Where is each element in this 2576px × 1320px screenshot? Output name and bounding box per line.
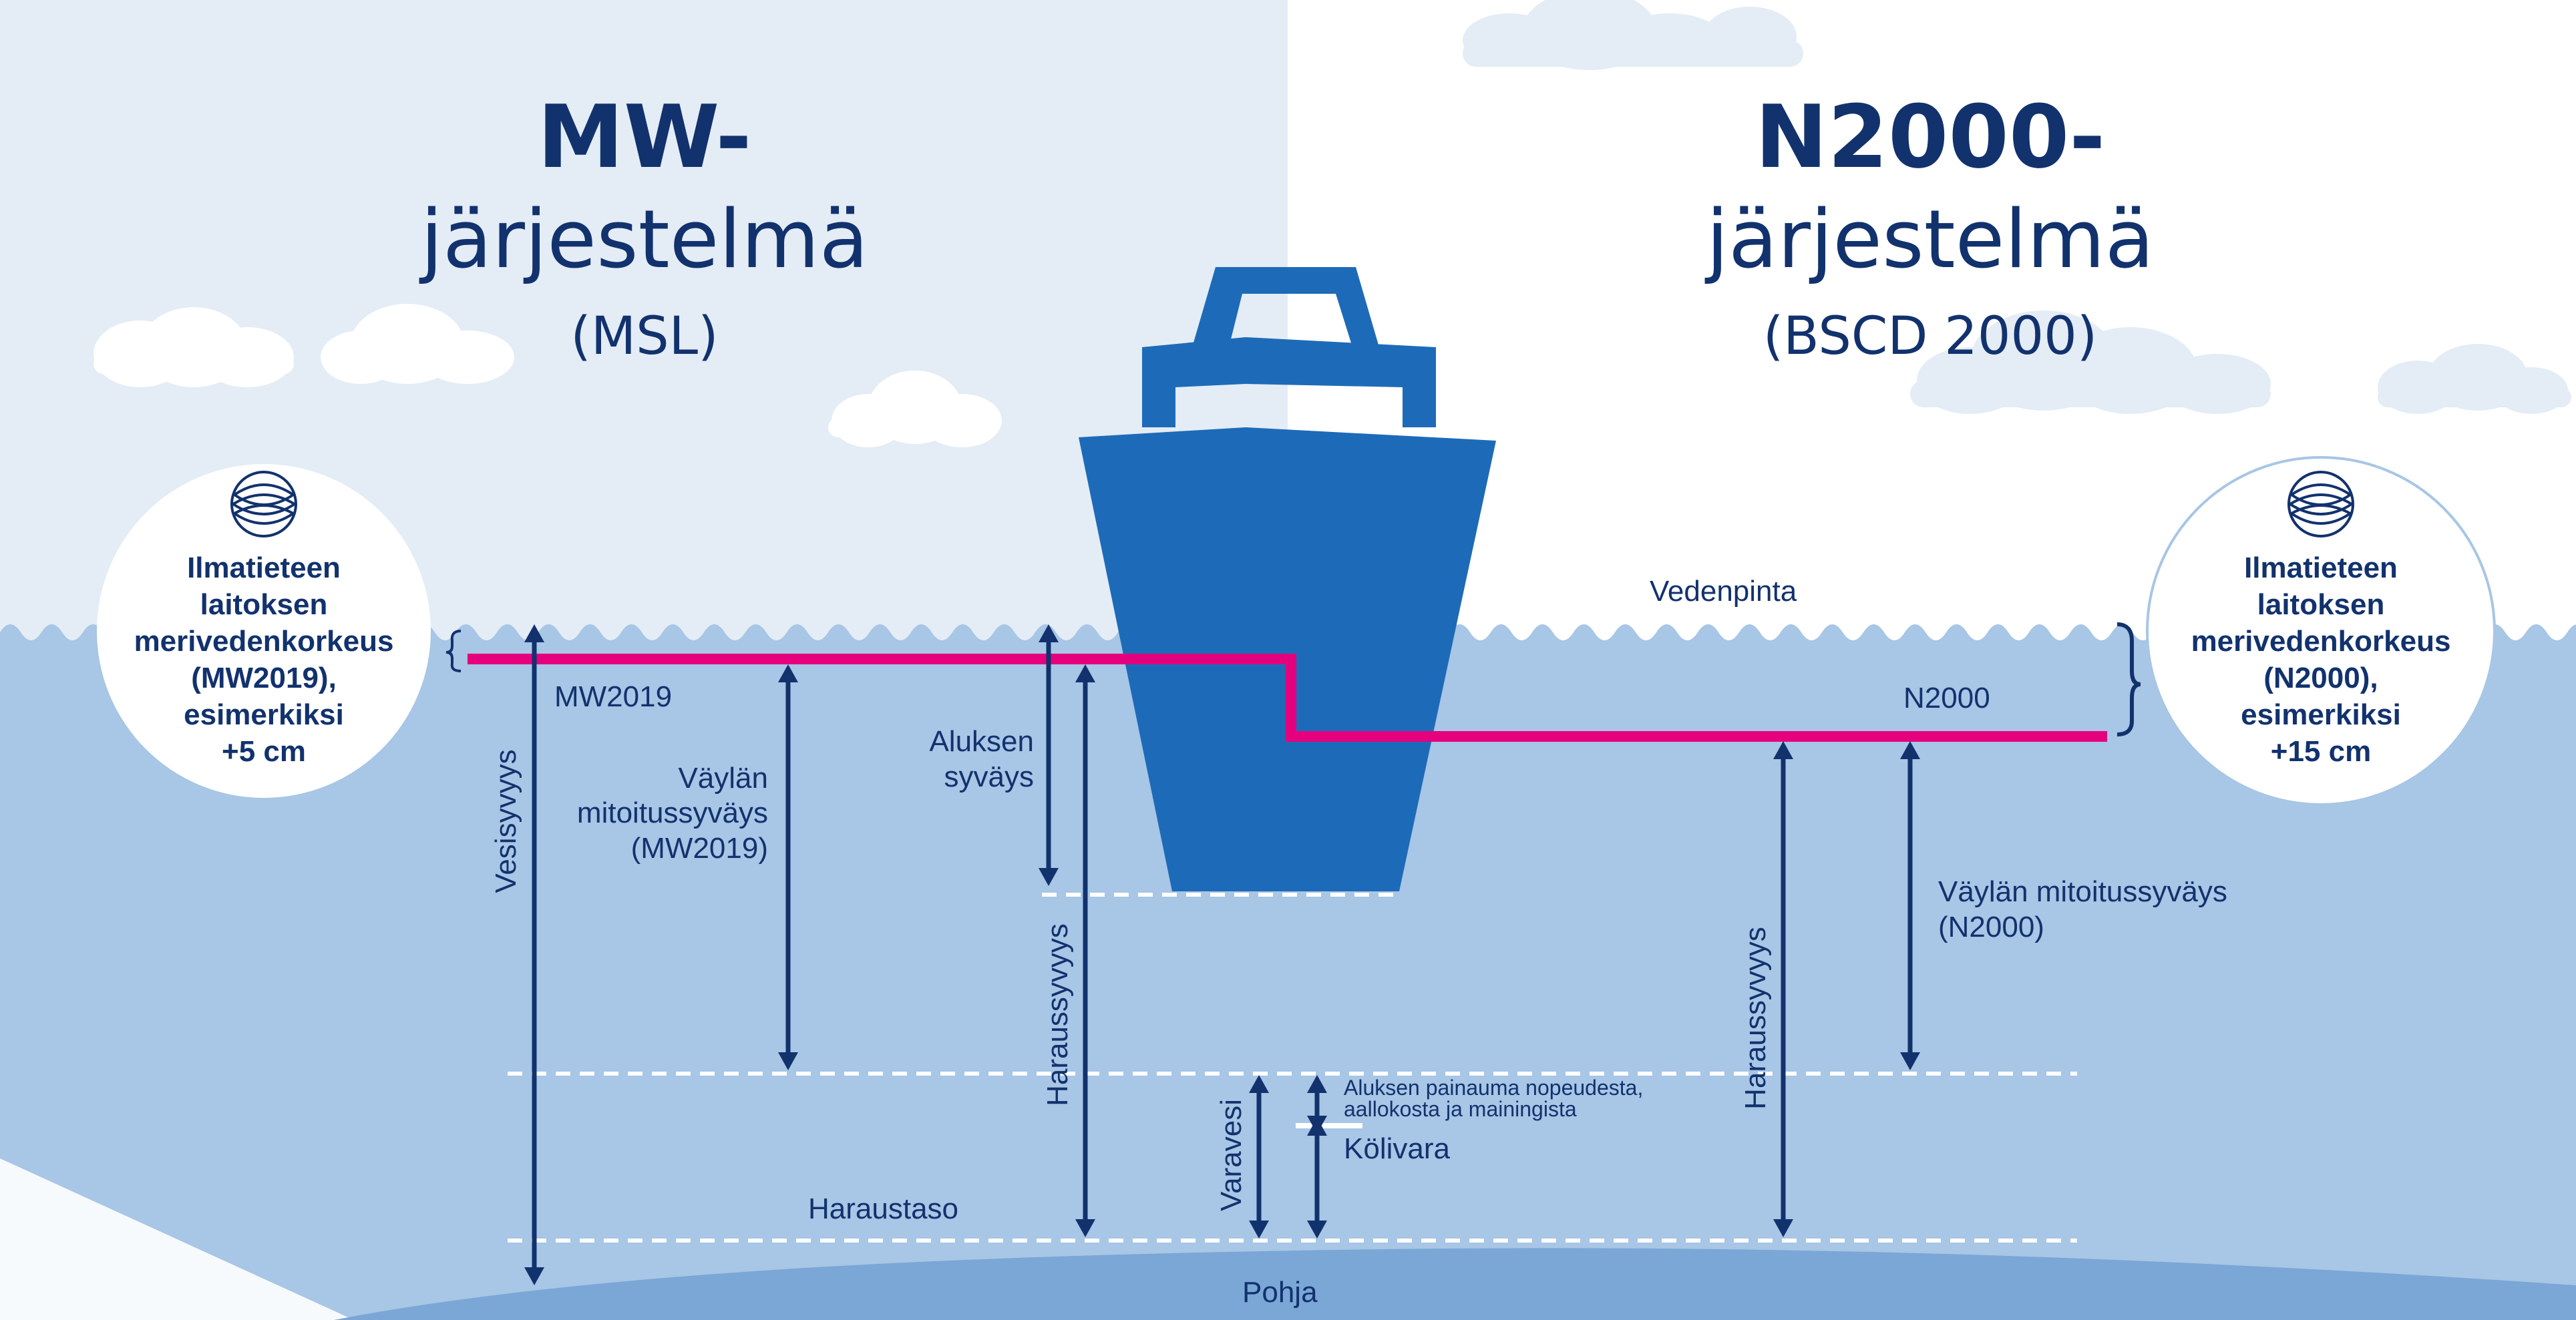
squat-line-2: aallokosta ja mainingista [1344,1097,1577,1121]
ship-draft-line-1: Aluksen [929,725,1034,758]
n2000-label: N2000 [1903,682,1990,714]
right-badge-line-1: Ilmatieteen [2244,552,2398,584]
right-badge-line-6: +15 cm [2271,735,2371,768]
left-title-bold: MW- [538,86,752,188]
fmi-logo-icon [2287,471,2354,537]
cloud-icon [321,304,514,384]
left-badge-line-5: esimerkiksi [184,698,344,731]
right-badge-line-2: laitoksen [2257,588,2385,621]
right-title-bold: N2000- [1755,86,2106,188]
arrow-reserve-water [1249,1075,1269,1239]
reference-level-line [468,654,2107,742]
cloud-icon [2378,344,2571,414]
fairway-depth-n2000-line-2: (N2000) [1938,911,2044,943]
right-badge: Ilmatieteen laitoksen merivedenkorkeus (… [2146,456,2496,806]
right-title: järjestelmä [1704,194,2155,286]
right-badge-line-5: esimerkiksi [2241,698,2401,731]
left-badge-line-3: merivedenkorkeus [134,625,394,658]
arrow-fairway-depth-mw [778,664,798,1070]
left-title: järjestelmä [419,194,869,286]
brace-right [2117,622,2141,736]
left-badge: Ilmatieteen laitoksen merivedenkorkeus (… [97,464,431,798]
cloud-icon [828,371,1002,447]
cloud-icon [1463,0,1803,70]
arrows [524,624,1920,1285]
surface-label: Vedenpinta [1650,575,1797,608]
left-badge-line-4: (MW2019), [191,662,337,694]
fairway-depth-mw-line-2: mitoitussyväys [577,797,768,829]
fairway-depth-mw-line-1: Väylän [678,762,768,795]
fairway-depth-mw-line-3: (MW2019) [631,832,768,865]
fairway-depth-n2000-line-1: Väylän mitoitussyväys [1938,875,2227,908]
dredged-depth-right-label: Haraussyvyys [1739,927,1772,1110]
seabed [334,1248,2576,1320]
bottom-label: Pohja [1242,1276,1318,1309]
squat-line-1: Aluksen painauma nopeudesta, [1344,1076,1643,1100]
ship-draft-line-2: syväys [944,760,1034,793]
arrow-ship-draft [1039,624,1059,886]
right-subtitle: (BSCD 2000) [1763,306,2097,367]
right-badge-line-3: merivedenkorkeus [2191,625,2451,658]
cloud-icon [1910,310,2271,414]
dredged-depth-label: Haraussyvyys [1041,923,1074,1106]
arrow-fairway-depth-n2000 [1900,741,1920,1070]
white-diagonal [0,1158,354,1320]
dredge-level-label: Haraustaso [808,1192,958,1225]
left-badge-line-2: laitoksen [200,588,328,621]
keel-label: Kölivara [1344,1132,1450,1165]
mw2019-label: MW2019 [554,680,672,713]
right-badge-line-4: (N2000), [2263,662,2378,694]
cloud-icon [94,307,294,387]
left-badge-line-6: +5 cm [222,735,306,768]
reserve-label: Varavesi [1215,1099,1248,1211]
clouds [94,0,2571,447]
arrow-dredged-depth [1075,664,1095,1237]
arrow-keel-clearance [1307,1118,1327,1239]
arrow-water-depth [524,624,544,1285]
arrow-dredged-depth-right [1773,741,1793,1237]
fmi-logo-icon [230,471,297,537]
left-subtitle: (MSL) [570,306,718,367]
brace-left [445,630,462,672]
water-depth-label: Vesisyvyys [490,749,522,893]
water-body [0,624,2576,1320]
left-badge-line-1: Ilmatieteen [187,552,341,584]
